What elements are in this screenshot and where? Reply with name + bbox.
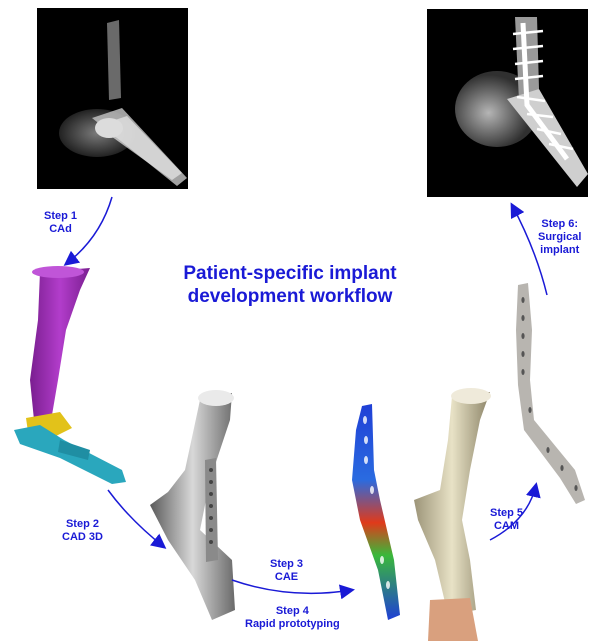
- title-line-1: Patient-specific implant: [150, 262, 430, 285]
- step-3-label: Step 3 CAE: [270, 558, 303, 584]
- step-2-number: Step 2: [62, 518, 103, 531]
- step-6-label: Step 6: Surgical implant: [538, 218, 581, 257]
- title-line-2: development workflow: [150, 285, 430, 308]
- step-2-name: CAD 3D: [62, 531, 103, 544]
- step-2-label: Step 2 CAD 3D: [62, 518, 103, 544]
- arrow-step2: [108, 490, 164, 547]
- step-4-number: Step 4: [245, 605, 340, 618]
- workflow-title: Patient-specific implant development wor…: [150, 262, 430, 308]
- step-5-name: CAM: [490, 520, 523, 533]
- step-5-label: Step 5 CAM: [490, 507, 523, 533]
- step-4-label: Step 4 Rapid prototyping: [245, 605, 340, 631]
- step-6-number: Step 6:: [538, 218, 581, 231]
- step-4-name: Rapid prototyping: [245, 618, 340, 631]
- step-3-name: CAE: [270, 571, 303, 584]
- step-3-number: Step 3: [270, 558, 303, 571]
- step-1-label: Step 1 CAd: [44, 210, 77, 236]
- step-1-name: CAd: [44, 223, 77, 236]
- step-5-number: Step 5: [490, 507, 523, 520]
- step-6-name-line-1: Surgical: [538, 231, 581, 244]
- step-6-name-line-2: implant: [538, 244, 581, 257]
- step-1-number: Step 1: [44, 210, 77, 223]
